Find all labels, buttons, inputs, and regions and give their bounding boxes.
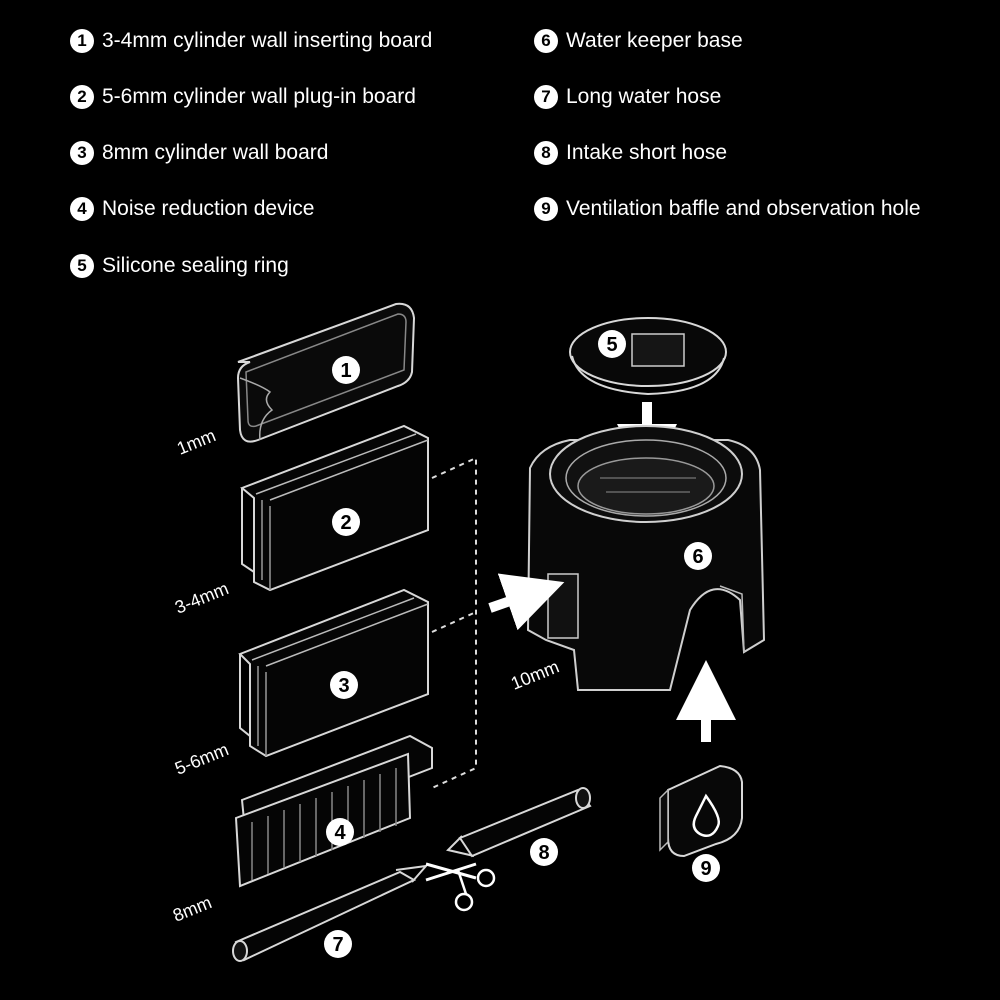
legend-label: 3-4mm cylinder wall inserting board	[102, 29, 433, 52]
legend-number-badge: 3	[70, 141, 94, 165]
dim-label-10mm: 10mm	[508, 656, 562, 693]
legend-label: Long water hose	[566, 85, 722, 108]
badge-6-label: 6	[692, 546, 703, 568]
badge-4-label: 4	[334, 822, 346, 844]
badge-8	[530, 838, 558, 866]
legend-number-badge: 7	[534, 85, 558, 109]
legend-label: Silicone sealing ring	[102, 254, 289, 277]
legend-label: Water keeper base	[566, 29, 743, 52]
badge-2	[332, 508, 360, 536]
guide-dashed-line	[431, 456, 477, 789]
part-7-long-water-hose: 7	[232, 864, 429, 962]
legend: 1 3-4mm cylinder wall inserting board 2 …	[0, 0, 1000, 290]
dim-label-3-4mm: 3-4mm	[172, 578, 231, 618]
badge-7	[324, 930, 352, 958]
badge-5-label: 5	[606, 334, 617, 356]
scissors-icon	[425, 862, 496, 912]
legend-number-badge: 1	[70, 29, 94, 53]
badge-3	[330, 671, 358, 699]
legend-label: 5-6mm cylinder wall plug-in board	[102, 85, 416, 108]
legend-item-2: 2 5-6mm cylinder wall plug-in board	[70, 82, 416, 112]
badge-6	[684, 542, 712, 570]
legend-item-4: 4 Noise reduction device	[70, 194, 314, 224]
legend-item-9: 9 Ventilation baffle and observation hol…	[534, 194, 921, 224]
dim-label-1mm: 1mm	[174, 425, 219, 459]
legend-label: Intake short hose	[566, 141, 728, 164]
legend-label: Ventilation baffle and observation hole	[566, 197, 921, 220]
legend-item-1: 1 3-4mm cylinder wall inserting board	[70, 26, 432, 56]
legend-item-6: 6 Water keeper base	[534, 26, 743, 56]
legend-number-badge: 9	[534, 197, 558, 221]
part-4-noise-reduction-device: 4	[234, 734, 433, 888]
dim-label-5-6mm: 5-6mm	[172, 739, 231, 779]
legend-number-badge: 2	[70, 85, 94, 109]
legend-item-8: 8 Intake short hose	[534, 138, 727, 168]
part-2-plug-in-board: 2	[240, 424, 429, 592]
arrow-right-icon	[488, 573, 565, 631]
badge-1	[332, 356, 360, 384]
legend-item-5: 5 Silicone sealing ring	[70, 251, 289, 281]
legend-number-badge: 4	[70, 197, 94, 221]
legend-item-7: 7 Long water hose	[534, 82, 721, 112]
badge-4	[326, 818, 354, 846]
badge-1-label: 1	[340, 360, 351, 382]
legend-label: 8mm cylinder wall board	[102, 141, 329, 164]
part-9-ventilation-baffle: 9	[659, 764, 743, 882]
badge-2-label: 2	[340, 512, 351, 534]
part-6-water-keeper-base: 6	[526, 425, 766, 691]
legend-number-badge: 8	[534, 141, 558, 165]
part-1-inserting-board: 1	[236, 302, 416, 443]
part-3-wall-board: 3	[238, 588, 429, 758]
part-8-intake-short-hose: 8	[446, 787, 592, 866]
badge-5	[598, 330, 626, 358]
part-5-silicone-sealing-ring: 5	[569, 317, 727, 396]
badge-3-label: 3	[338, 675, 349, 697]
legend-number-badge: 5	[70, 254, 94, 278]
water-drop-icon	[692, 793, 720, 837]
legend-label: Noise reduction device	[102, 197, 315, 220]
badge-9-label: 9	[700, 858, 711, 880]
dim-label-8mm: 8mm	[170, 892, 215, 926]
badge-7-label: 7	[332, 934, 343, 956]
legend-number-badge: 6	[534, 29, 558, 53]
badge-8-label: 8	[538, 842, 549, 864]
badge-9	[692, 854, 720, 882]
legend-item-3: 3 8mm cylinder wall board	[70, 138, 328, 168]
